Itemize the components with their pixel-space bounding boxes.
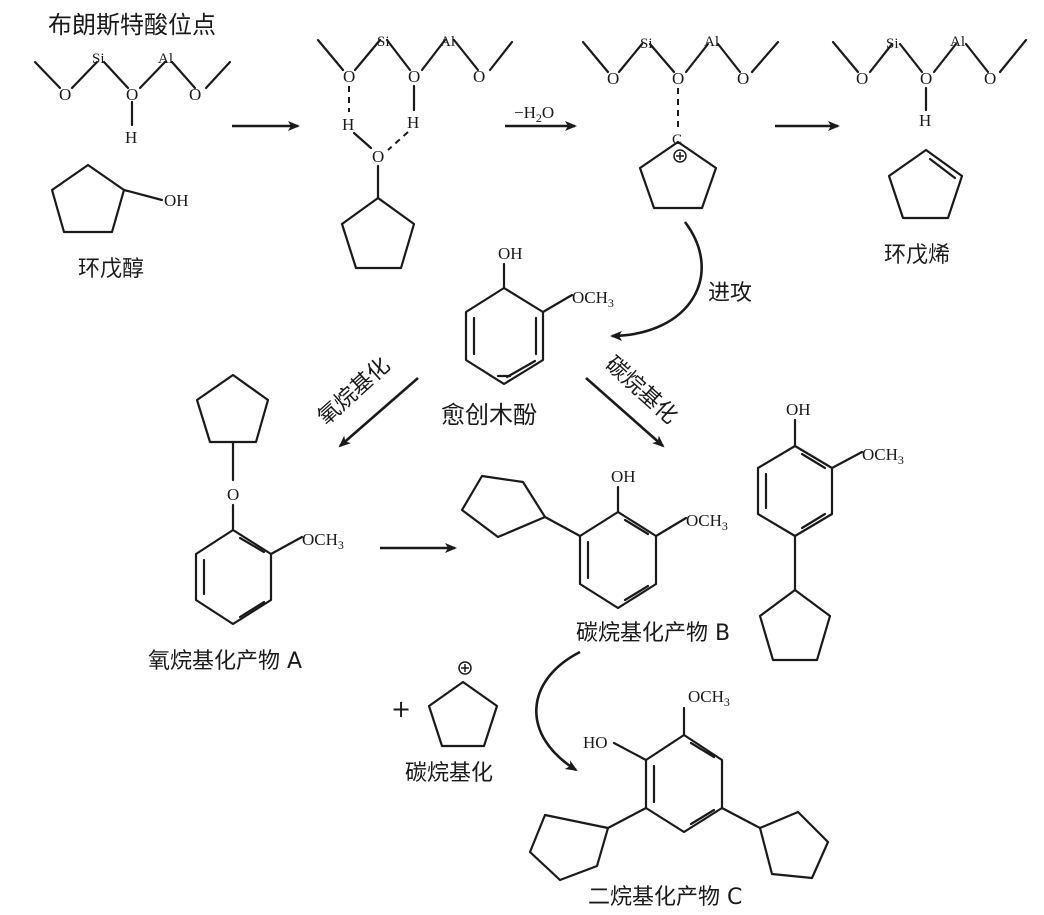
bronsted-acid-site-title: 布朗斯特酸位点 <box>48 11 216 39</box>
cyclopentyl-cation-reagent <box>427 661 499 748</box>
dialkylation-arrow <box>535 650 581 772</box>
guaiacol-label: 愈创木酚 <box>441 401 537 429</box>
svg-text:O: O <box>984 69 996 88</box>
svg-text:Si: Si <box>640 36 653 52</box>
svg-text:OH: OH <box>786 400 811 419</box>
cyclopentene-label: 环戊烯 <box>884 243 950 268</box>
c-alkylation-label: 碳烷基化 <box>600 352 682 429</box>
h-atom: H <box>125 128 137 147</box>
minus-water-label: −H2O <box>514 103 554 125</box>
regenerated-acid-site: Si Al O O O H <box>831 34 1028 130</box>
svg-text:OH: OH <box>498 244 523 263</box>
svg-text:O: O <box>408 67 420 86</box>
svg-text:O: O <box>227 485 239 504</box>
acid-site-1: Si Al O O O H <box>33 51 232 147</box>
svg-text:O: O <box>473 67 485 86</box>
si-atom: Si <box>92 51 105 67</box>
positive-charge-icon <box>673 149 687 163</box>
svg-text:O: O <box>343 67 355 86</box>
svg-text:O: O <box>126 85 138 104</box>
svg-text:O: O <box>607 69 619 88</box>
plus-sign: + <box>391 695 411 723</box>
guaiacol-structure: OH OCH3 <box>464 244 614 386</box>
carbocation-complex: Si Al O O O C <box>581 34 780 210</box>
cyclopentene-structure <box>887 148 964 220</box>
product-b-label: 碳烷基化产物 B <box>576 621 730 646</box>
svg-text:O: O <box>59 85 71 104</box>
o-alkylation-arrow <box>338 377 419 448</box>
svg-text:O: O <box>920 69 932 88</box>
attack-arrow <box>610 221 703 341</box>
svg-text:Al: Al <box>950 34 965 50</box>
svg-text:OCH3: OCH3 <box>302 530 344 552</box>
product-c-structure: OCH3 HO <box>528 687 830 882</box>
cyclopentanol-label: 环戊醇 <box>78 257 144 282</box>
product-b-ortho-structure: OH OCH3 <box>460 467 728 610</box>
carbocation-c: C <box>672 132 682 148</box>
cyclopentanol-structure: OH <box>50 163 189 234</box>
hydroxyl-group: HO <box>583 733 608 752</box>
positive-charge-icon <box>458 661 472 675</box>
svg-text:O: O <box>189 85 201 104</box>
svg-text:OH: OH <box>611 467 636 486</box>
oh-group: OH <box>164 191 189 210</box>
svg-text:OCH3: OCH3 <box>688 687 730 709</box>
methoxy-group: OCH3 <box>572 288 614 310</box>
adsorption-complex: Si Al O O O H H O <box>316 34 514 270</box>
svg-text:OCH3: OCH3 <box>686 511 728 533</box>
o-alkylation-label: 氧烷基化 <box>313 353 395 430</box>
product-b-para-structure: OH OCH3 <box>756 400 904 662</box>
svg-text:Si: Si <box>886 36 899 52</box>
c-alkylation-reagent-label: 碳烷基化 <box>405 761 493 786</box>
al-atom: Al <box>158 51 173 67</box>
c-alkylation-arrow <box>585 377 665 448</box>
svg-text:O: O <box>737 69 749 88</box>
svg-text:O: O <box>856 69 868 88</box>
svg-text:H: H <box>342 115 354 134</box>
svg-text:H: H <box>919 111 931 130</box>
attack-label: 进攻 <box>708 281 752 306</box>
svg-text:Si: Si <box>377 34 390 50</box>
svg-text:O: O <box>672 69 684 88</box>
svg-text:OCH3: OCH3 <box>862 445 904 467</box>
svg-text:H: H <box>407 113 419 132</box>
svg-text:Al: Al <box>704 34 719 50</box>
product-a-structure: O OCH3 <box>194 373 344 626</box>
svg-text:Al: Al <box>440 34 455 50</box>
product-c-label: 二烷基化产物 C <box>588 885 742 910</box>
product-a-label: 氧烷基化产物 A <box>148 649 302 674</box>
svg-text:O: O <box>372 147 384 166</box>
